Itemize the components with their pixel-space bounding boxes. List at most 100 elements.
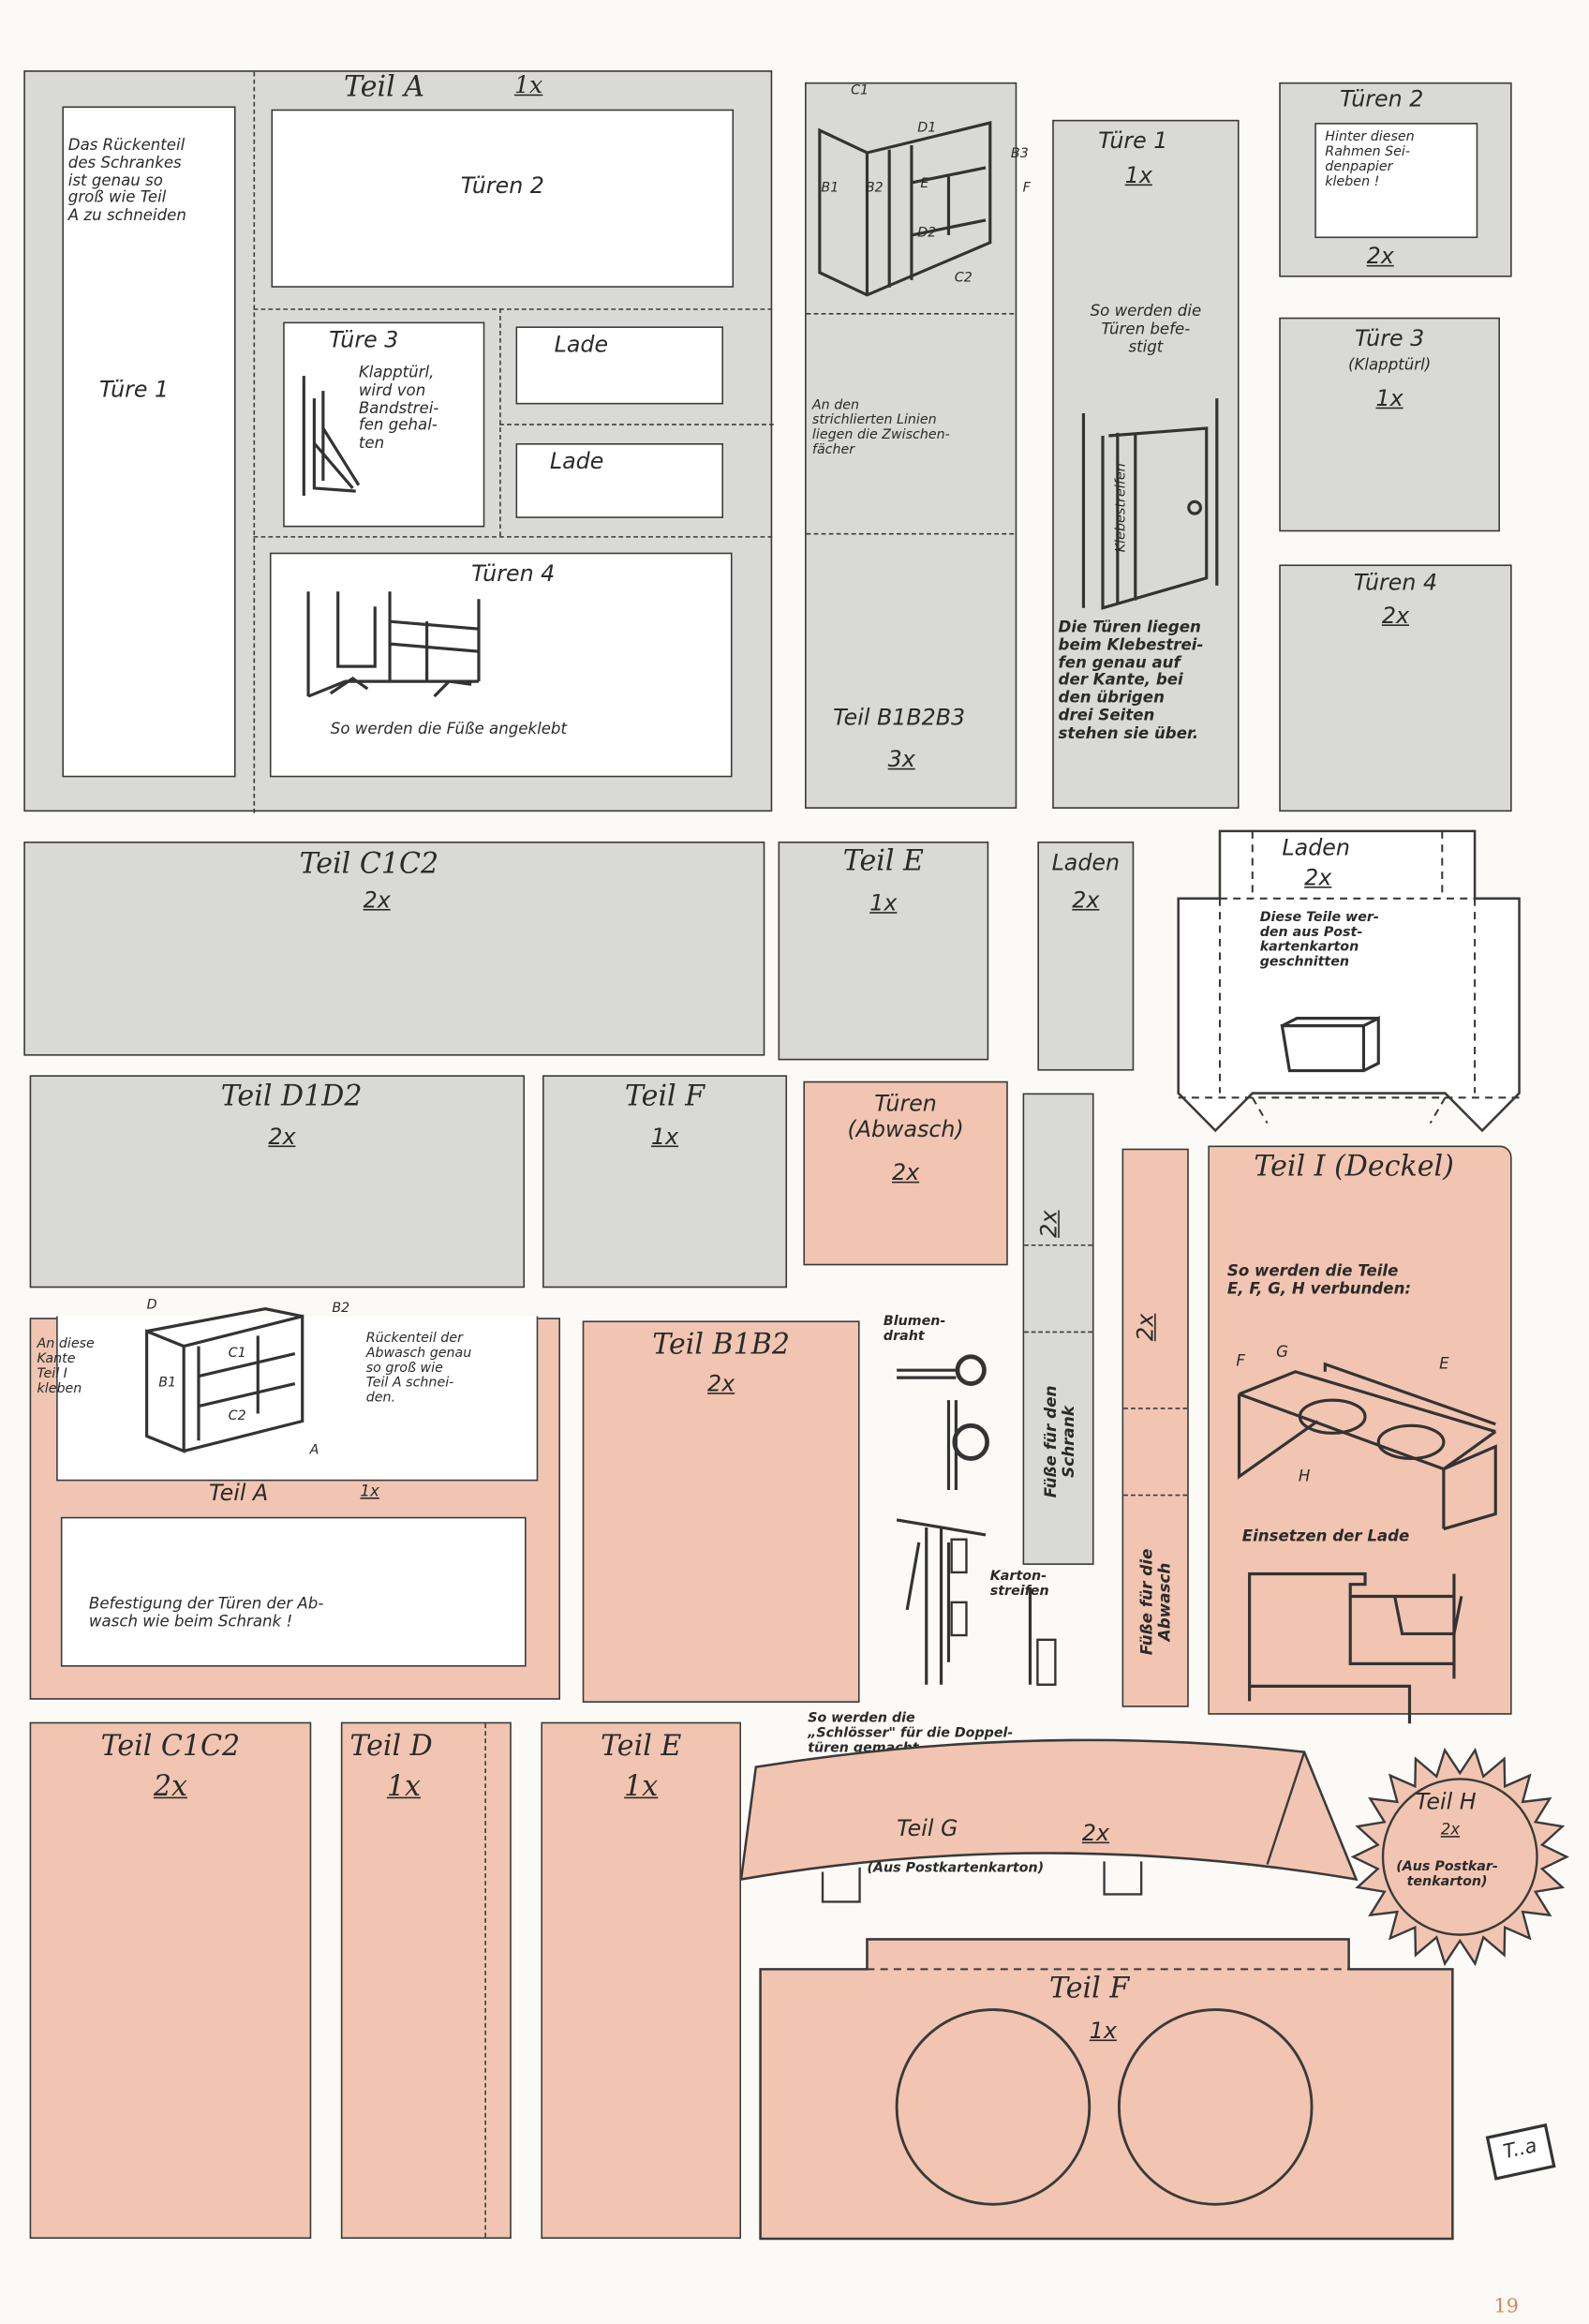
- label: Türe 1: [98, 376, 170, 403]
- part-count: 1x: [360, 1482, 379, 1501]
- schrank-drawing: [818, 121, 992, 297]
- lade-drawing: [1248, 1572, 1463, 1724]
- part-teil-a: Teil A 1x Das Rückenteil des Schrankes i…: [23, 70, 774, 813]
- fuesse-drawing: [306, 591, 481, 698]
- part-title: Teil H: [1415, 1788, 1477, 1815]
- part-count: 2x: [1035, 1210, 1062, 1238]
- part-count: 2x: [1440, 1821, 1461, 1840]
- part-teil-i: Teil I (Deckel) So werden die Teile E, F…: [1208, 1145, 1512, 1724]
- part-title: Teil I (Deckel): [1254, 1150, 1454, 1184]
- drawing-label: C2: [954, 271, 973, 287]
- part-title: Teil F: [624, 1080, 705, 1113]
- window-lade: Lade: [515, 326, 724, 405]
- part-count: 2x: [1381, 602, 1410, 630]
- drawing-label: F: [1236, 1351, 1245, 1371]
- part-count: 1x: [1089, 2017, 1117, 2045]
- part-teil-f: Teil F 1x: [542, 1075, 788, 1289]
- note: So werden die Türen befe- stigt: [1090, 302, 1202, 356]
- drawing-label: G: [1276, 1343, 1288, 1362]
- note: Klapptürl, wird von Bandstrei- fen gehal…: [358, 364, 439, 453]
- part-count: 2x: [363, 886, 391, 914]
- part-count: 1x: [624, 1769, 659, 1803]
- klapptuer-drawing: [302, 376, 361, 496]
- label: Türen 4: [471, 559, 556, 588]
- note: Diese Teile wer- den aus Post- kartenkar…: [1259, 910, 1379, 971]
- part-count: 1x: [650, 1123, 679, 1151]
- part-title: Teil C1C2: [299, 847, 439, 881]
- part-count: 2x: [1304, 864, 1332, 891]
- part-teil-e: Teil E 1x: [778, 842, 989, 1061]
- page-number: 19: [1493, 2295, 1519, 2318]
- part-count: 1x: [1375, 384, 1403, 412]
- part-count: 2x: [1366, 242, 1394, 270]
- note: An diese Kante Teil I kleben: [37, 1337, 95, 1398]
- teil-h-sun: [1350, 1747, 1569, 1967]
- part-title: Teil E: [601, 1729, 682, 1763]
- part-count: 2x: [153, 1769, 187, 1803]
- part-abwasch-teil-a: D B2 B1 C1 C2 A An diese Kante Teil I kl…: [29, 1298, 560, 1700]
- part-title: Teil B1B2: [652, 1328, 791, 1362]
- part-title: Türen 2: [1340, 85, 1424, 112]
- part-title: Teil D1D2: [220, 1080, 363, 1113]
- part-tueren-2: Türen 2 Hinter diesen Rahmen Sei- denpap…: [1279, 82, 1512, 277]
- part-count: 1x: [513, 70, 543, 99]
- part-title: Türe 1: [1098, 127, 1168, 155]
- part-tuere-1: Türe 1 1x So werden die Türen befe- stig…: [1052, 119, 1240, 809]
- part-title: Teil E: [842, 844, 924, 878]
- window-tueren-4: Türen 4 So werden die Füße angeklebt: [269, 552, 733, 778]
- lock-drawing: [896, 1354, 1057, 1686]
- note: An den strichlierten Linien liegen die Z…: [811, 398, 950, 459]
- drawing-label: B2: [332, 1301, 350, 1317]
- drawing-label: C2: [228, 1408, 246, 1424]
- part-abwasch-teil-e: Teil E 1x: [541, 1721, 741, 2240]
- drawing-label: C1: [228, 1346, 246, 1362]
- teil-g-arc: [739, 1738, 1359, 1903]
- label: Türen 2: [460, 171, 544, 200]
- drawing-label: H: [1298, 1467, 1311, 1486]
- part-title: Teil B1B2B3: [833, 704, 966, 731]
- part-title: Türen 4: [1353, 569, 1438, 597]
- part-abwasch-teil-c: Teil C1C2 2x: [29, 1721, 312, 2240]
- note: Das Rückenteil des Schrankes ist genau s…: [67, 136, 186, 225]
- part-subtitle: (Klapptürl): [1348, 356, 1432, 375]
- label: Lade: [554, 331, 609, 358]
- part-title: Teil G: [897, 1814, 958, 1842]
- publisher-logo: T..a: [1485, 2123, 1556, 2181]
- part-title: Teil D: [349, 1729, 433, 1763]
- note: Befestigung der Türen der Ab- wasch wie …: [88, 1594, 324, 1631]
- window-tueren-2: Türen 2: [271, 109, 735, 288]
- part-label: Füße für die Abwasch: [1138, 1548, 1174, 1656]
- part-count: 1x: [869, 889, 898, 916]
- drawing-label: B1: [821, 181, 839, 197]
- assembly-drawing: [1237, 1362, 1497, 1531]
- drawing-label: C1: [851, 83, 869, 99]
- part-note: (Aus Postkartenkarton): [867, 1861, 1045, 1877]
- part-count: 2x: [1081, 1819, 1110, 1847]
- part-tueren-4: Türen 4 2x: [1279, 564, 1512, 812]
- label: Lade: [549, 447, 604, 475]
- part-count: 1x: [386, 1769, 421, 1803]
- part-count: 2x: [1072, 886, 1100, 914]
- drawing-label: B1: [158, 1376, 177, 1392]
- drawing-label: E: [920, 176, 929, 192]
- laden-net: [1177, 829, 1521, 1133]
- part-title: Teil A: [209, 1479, 269, 1507]
- part-tuere-3: Türe 3 (Klapptürl) 1x: [1279, 317, 1500, 532]
- window: Befestigung der Türen der Ab- wasch wie …: [60, 1516, 527, 1667]
- note: Karton- streifen: [989, 1569, 1049, 1600]
- part-title: Laden: [1051, 849, 1121, 876]
- part-title: Teil C1C2: [100, 1729, 241, 1763]
- drawing-label: B2: [865, 181, 884, 197]
- drawing-label: F: [1022, 181, 1031, 197]
- part-title: Türe 3: [1355, 324, 1425, 352]
- part-teil-b: C1 D1 B3 B1 B2 E F D2 C2 An den strichli…: [805, 82, 1031, 809]
- note: Die Türen liegen beim Klebestrei- fen ge…: [1058, 618, 1204, 742]
- drawing-label: B3: [1010, 146, 1029, 162]
- part-count: 1x: [1124, 161, 1152, 189]
- part-title: Teil A: [344, 70, 425, 104]
- window-tuere-3: Türe 3 Klapptürl, wird von Bandstrei- fe…: [283, 321, 485, 528]
- abwasch-drawing: [145, 1307, 304, 1453]
- label: Türe 3: [329, 326, 399, 354]
- drawing-label: D: [146, 1298, 157, 1314]
